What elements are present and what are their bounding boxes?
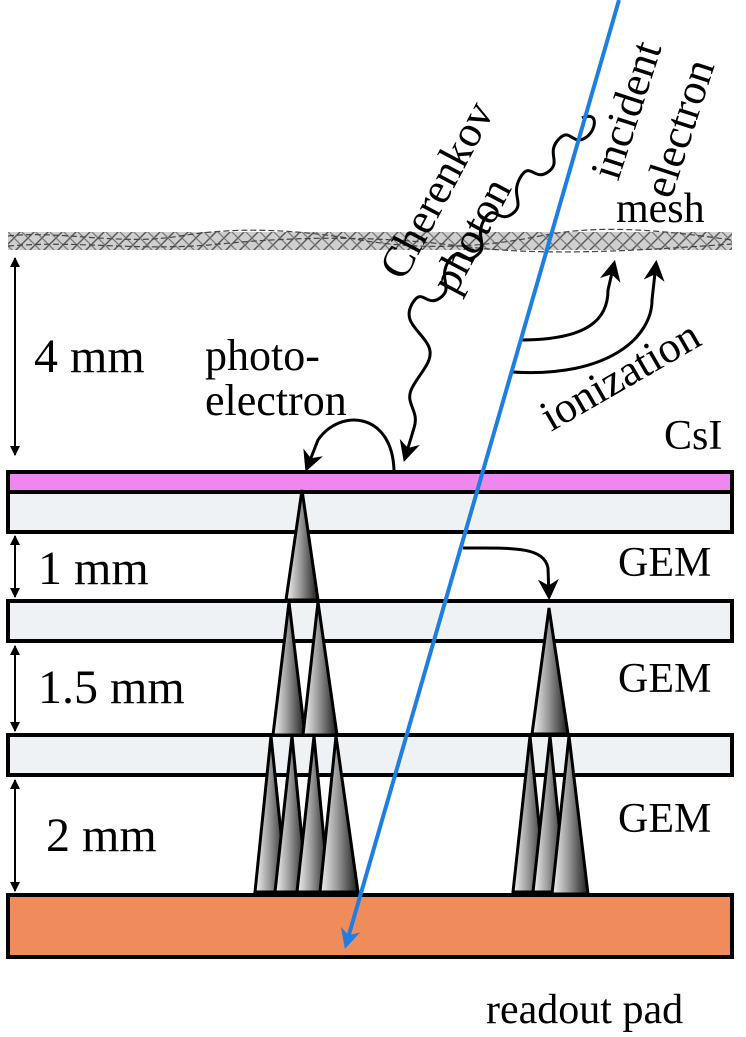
photoelectron-label-line2: electron [205,376,347,425]
gem-foil-2 [6,599,734,643]
ionization-arrow-2 [511,259,665,375]
gem-label-1: GEM [618,540,711,586]
gap-label-drift: 4 mm [34,330,145,383]
readout-pad [6,893,734,959]
gem-label-3: GEM [618,796,711,842]
csi-layer [6,470,734,494]
photoelectron-label-line1: photo- [205,331,320,380]
avalanche-right [511,607,590,896]
gap-label-transfer-2: 1.5 mm [38,661,185,714]
gem-foil-3 [6,733,734,777]
ionization-arrow-1 [519,259,621,342]
incident-electron-beam [340,0,621,949]
gap-label-transfer-1: 1 mm [38,542,149,595]
gem-foil-1 [6,490,734,534]
mesh-label: mesh [616,186,705,232]
csi-label: CsI [664,413,722,459]
gap-label-induction: 2 mm [46,809,157,862]
mesh-layer-texture [7,228,733,253]
avalanche-left [253,489,360,894]
cherenkov-photon-wave [399,114,596,463]
readout-pad-label: readout pad [486,987,683,1033]
transfer-electron-arrow [462,546,559,601]
photoelectron-arrow [303,418,396,472]
gem-label-2: GEM [618,656,711,702]
